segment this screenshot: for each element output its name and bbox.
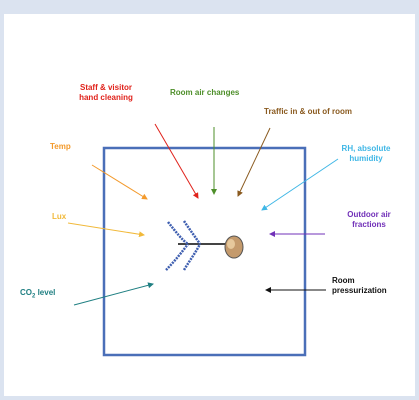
- staff-label: Staff & visitor hand cleaning: [79, 83, 133, 102]
- temp-arrow: [91, 164, 148, 200]
- slide-canvas: [4, 14, 415, 396]
- outdoor-label: Outdoor air fractions: [347, 210, 391, 229]
- lux-label: Lux: [52, 212, 67, 221]
- pressure-label: Room pressurization: [332, 276, 387, 295]
- lux-arrow: [67, 222, 145, 238]
- fish-skeleton-icon: [165, 220, 244, 271]
- co2-arrow: [73, 282, 154, 306]
- temp-label: Temp: [50, 142, 71, 151]
- traffic-label: Traffic in & out of room: [264, 107, 352, 116]
- co2-label: CO2 level: [20, 288, 56, 300]
- air-changes-label: Room air changes: [170, 88, 240, 97]
- traffic-arrow: [237, 127, 271, 197]
- room-box: [102, 146, 307, 357]
- rh-label: RH, absolute humidity: [341, 144, 391, 163]
- staff-arrow: [154, 123, 199, 199]
- rh-arrow: [261, 158, 339, 211]
